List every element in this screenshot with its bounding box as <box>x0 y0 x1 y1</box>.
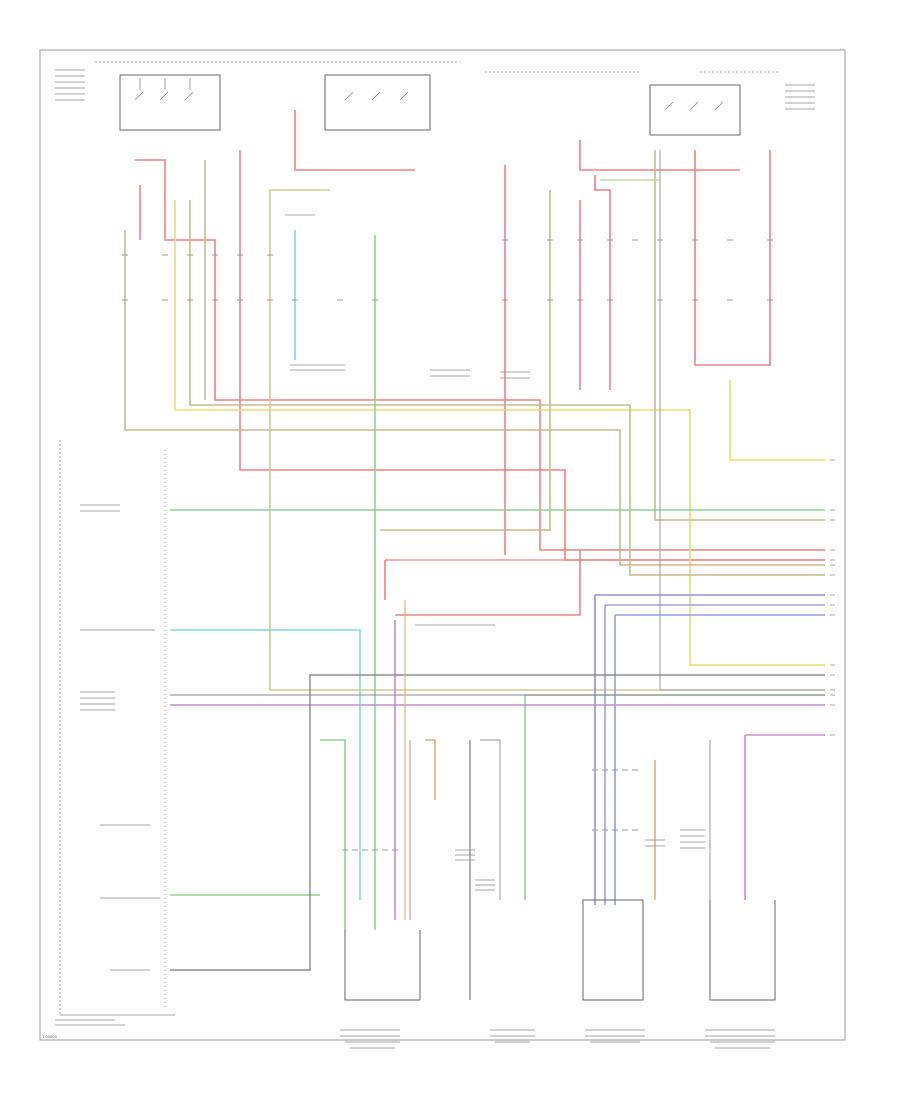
top-right-note <box>785 84 815 110</box>
wires-orange <box>404 600 656 920</box>
relay-box-left <box>119 74 221 131</box>
right-terminal-markers <box>830 459 835 736</box>
bottom-component-right <box>705 900 776 1049</box>
wires-gray <box>170 150 825 971</box>
sensor-labels <box>455 829 705 891</box>
wires-red <box>135 110 825 616</box>
connector-marks <box>122 239 773 851</box>
bottom-component-fuel-pump <box>582 899 645 1043</box>
top-left-note <box>55 69 85 101</box>
left-pin-labels <box>80 504 160 971</box>
bottom-component-middle <box>469 740 535 1043</box>
left-control-module <box>55 440 175 1026</box>
bottom-component-left <box>340 930 421 1049</box>
wires-yellow <box>124 150 825 691</box>
mid-labels <box>285 214 530 626</box>
wires-green <box>170 179 825 930</box>
relay-box-right <box>649 84 741 136</box>
footer-code: 1.00000 <box>42 1035 58 1039</box>
diagram-border <box>39 49 846 1041</box>
relay-box-middle <box>324 74 431 131</box>
wires-blue <box>170 594 825 920</box>
wires-cyan <box>170 230 361 900</box>
